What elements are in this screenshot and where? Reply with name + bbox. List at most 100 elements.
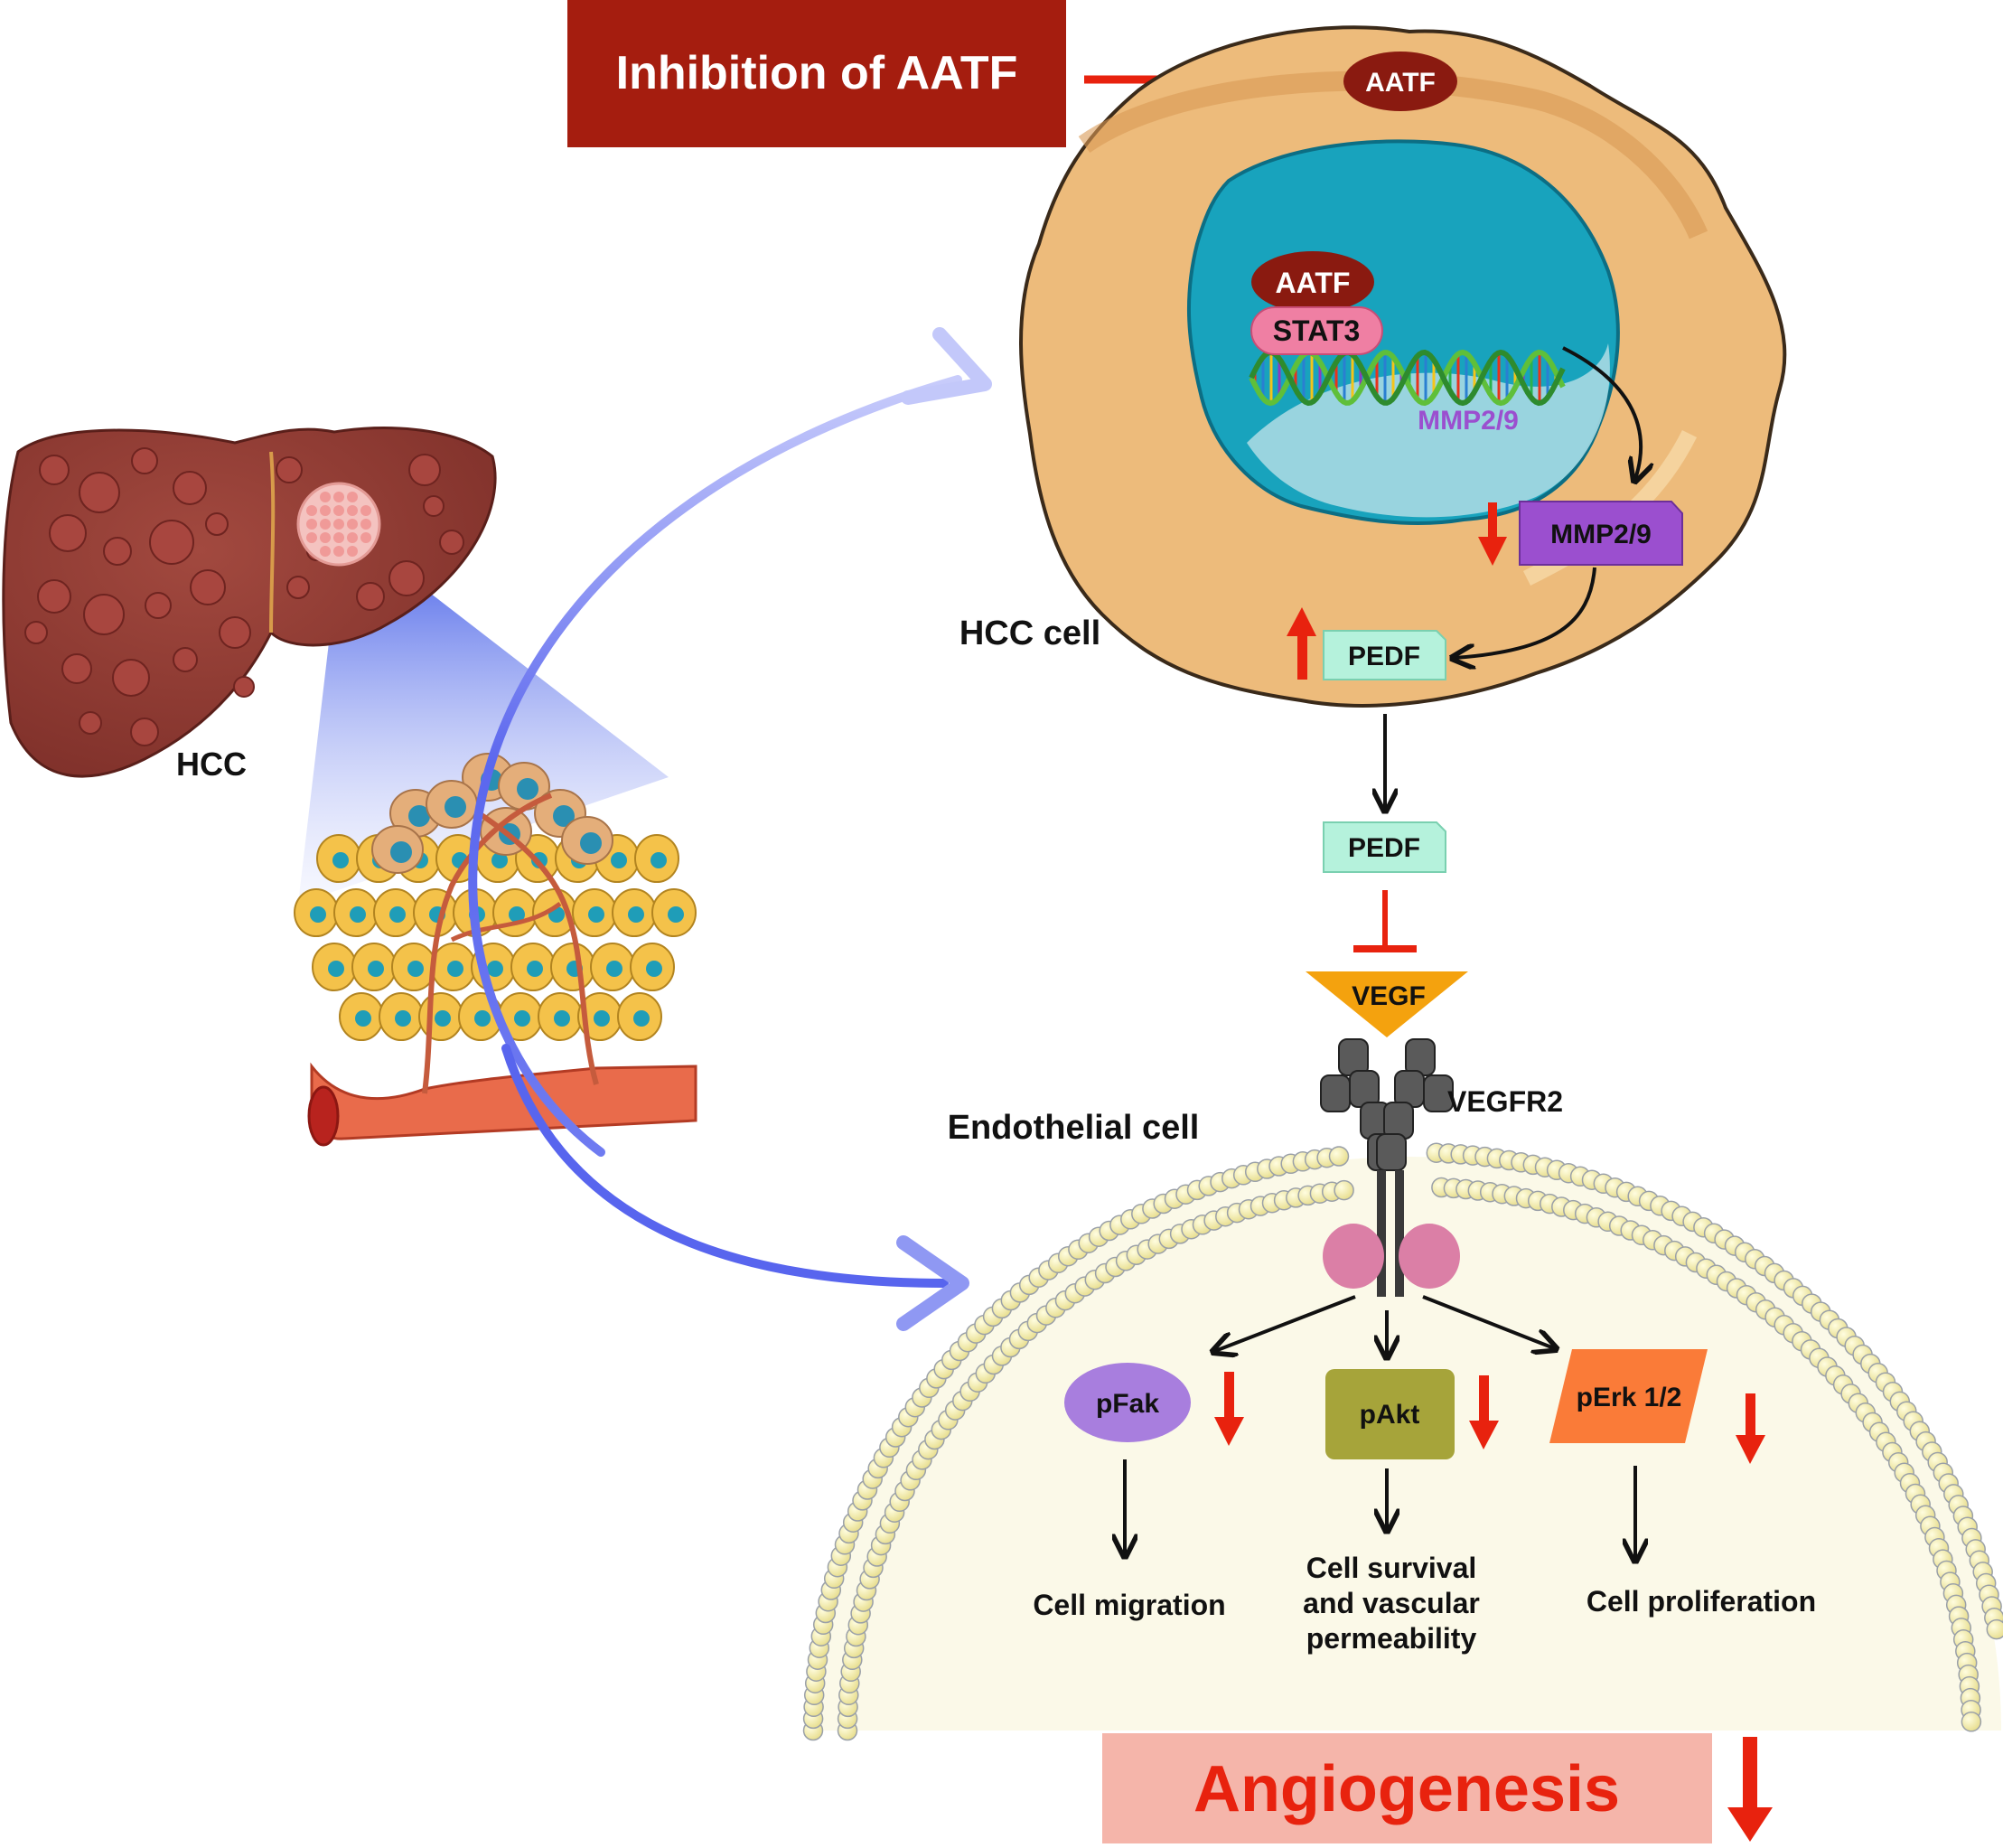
tumor-cell-dot [333,492,344,502]
angiogenesis-label: Angiogenesis [1193,1753,1620,1825]
liver-nodule [440,530,463,554]
tumor-cell-nucleus [588,906,604,923]
tumor-cell-dot [333,519,344,530]
tumor-cell-nucleus [328,961,344,977]
tumor-cell-nucleus [611,852,627,868]
tumor-cell-nucleus [389,906,406,923]
stat3-label: STAT3 [1273,314,1361,347]
tumor-cell-nucleus [355,1010,371,1027]
tumor-cell-nucleus [350,906,366,923]
liver-nodule [409,455,440,485]
liver-nodule [276,457,302,483]
vegfr2-label: VEGFR2 [1447,1085,1563,1118]
tumor-cell-nucleus [390,841,412,863]
receptor-domain [1321,1075,1350,1112]
outcome-survival-line1: Cell survival [1306,1552,1477,1584]
lipid-head [1330,1147,1349,1166]
tumor-cell-nucleus [445,796,466,818]
tumor-cell-nucleus [395,1010,411,1027]
liver-nodule [206,513,228,535]
receptor-domain [1377,1134,1406,1170]
liver-nodule [38,580,70,613]
tumor-cell-nucleus [651,852,667,868]
lipid-head [1987,1620,2003,1639]
tumor-cell-nucleus [435,1010,451,1027]
tumor-cell-dot [306,505,317,516]
tumor-cell-nucleus [517,778,538,800]
liver-nodule [40,455,69,484]
receptor-transmembrane [1395,1170,1404,1297]
receptor-transmembrane [1377,1170,1386,1297]
tumor-cell-dot [320,532,331,543]
tumor-cell-nucleus [527,961,543,977]
tumor-cell-dot [333,546,344,557]
aatf-nuclear-label: AATF [1276,267,1351,299]
tumor-cell-nucleus [487,961,503,977]
liver-nodule [80,712,101,734]
tumor-cell-nucleus [332,852,349,868]
liver-nodule [113,660,149,696]
tumor-cell-nucleus [628,906,644,923]
tumor-cell-dot [360,505,371,516]
liver-nodule [145,593,171,618]
liver-nodule [131,718,158,746]
tumor-cell-nucleus [633,1010,650,1027]
tumor-cell-dot [347,532,358,543]
liver-label: HCC [176,746,247,783]
angiogenesis-decrease-arrow [1727,1737,1773,1842]
liver-nodule [62,654,91,683]
tumor-cell-dot [320,546,331,557]
hcc-cell [1021,27,1784,706]
liver-nodule [191,570,225,605]
liver-nodule [25,622,47,643]
outcome-proliferation: Cell proliferation [1586,1585,1816,1618]
tumor-cell-nucleus [606,961,622,977]
tumor-cell-dot [347,492,358,502]
liver-nodule [357,583,384,610]
lipid-head [1334,1181,1353,1200]
tumor-cell-nucleus [368,961,384,977]
liver-nodule [150,521,193,564]
pedf-inside-label: PEDF [1348,642,1420,671]
perk-label: pErk 1/2 [1577,1383,1682,1412]
tumor-cell-nucleus [407,961,424,977]
liver-nodule [173,648,197,671]
tumor-cell-dot [347,519,358,530]
receptor-kinase-right [1399,1224,1460,1289]
outcome-survival-line3: permeability [1306,1622,1477,1655]
tumor-cell-nucleus [447,961,463,977]
liver-nodule [84,595,124,634]
receptor-kinase-left [1323,1224,1384,1289]
liver-nodule [173,472,206,504]
pedf-secreted-label: PEDF [1348,833,1420,863]
tumor-cell-nucleus [554,1010,570,1027]
tumor-cell-dot [320,505,331,516]
mmp-protein-label: MMP2/9 [1550,520,1652,549]
pfak-label: pFak [1096,1389,1159,1419]
mmp-gene-label: MMP2/9 [1418,406,1519,436]
tumor-cell-dot [320,492,331,502]
liver-nodule [104,538,131,565]
vegf-label: VEGF [1352,981,1426,1011]
tumor-cell-nucleus [310,906,326,923]
tumor-cell-nucleus [594,1010,610,1027]
pakt-label: pAkt [1360,1400,1420,1430]
hcc-cell-label: HCC cell [959,614,1100,652]
liver-nodule [234,677,254,697]
liver-nodule [50,515,86,551]
lipid-head [1961,1712,1980,1731]
tumor-cell-nucleus [668,906,684,923]
tumor-cell-dot [320,519,331,530]
tumor-cell-nucleus [580,832,602,854]
outcome-survival-line2: and vascular [1303,1587,1480,1619]
endothelial-label: Endothelial cell [948,1109,1200,1147]
tumor-cell-dot [306,519,317,530]
tumor-cell-nucleus [514,1010,530,1027]
liver-nodule [80,473,119,512]
tumor-cell-dot [347,546,358,557]
liver-nodule [287,577,309,598]
tumor-cell-dot [333,532,344,543]
tumor-cell-nucleus [474,1010,491,1027]
